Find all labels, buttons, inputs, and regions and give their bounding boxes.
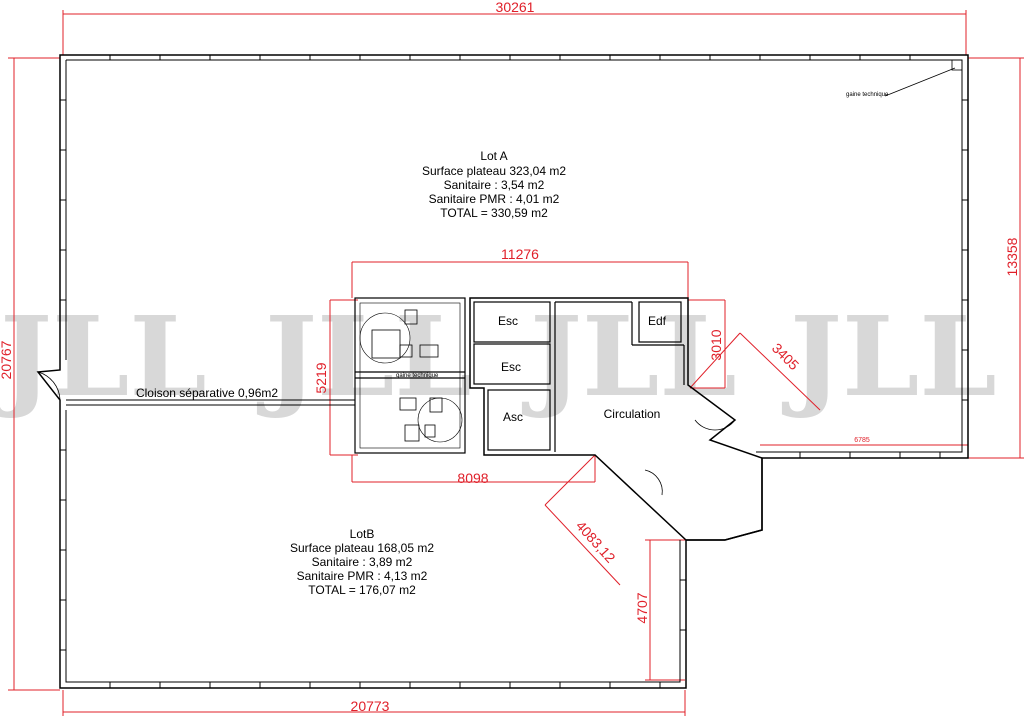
dim-right-height: 13358 xyxy=(1004,237,1020,276)
lot-a-title: Lot A xyxy=(480,149,507,163)
watermark-1: JLL xyxy=(0,292,207,421)
lot-b-title: LotB xyxy=(350,527,375,541)
dim-right-notch: 6785 xyxy=(854,437,870,444)
label-gaine-top: gaine technique xyxy=(846,92,889,98)
dim-core-width: 11276 xyxy=(501,246,539,262)
watermark-3: JLL xyxy=(521,292,737,421)
dimension-lines xyxy=(8,10,1024,716)
lot-b-sanitaire: Sanitaire : 3,89 m2 xyxy=(312,555,413,569)
cloison-separative xyxy=(66,399,355,406)
dim-core-height: 5219 xyxy=(313,362,329,393)
lot-b-sanitaire-pmr: Sanitaire PMR : 4,13 m2 xyxy=(297,569,428,583)
dim-bottom-width: 20773 xyxy=(351,698,390,714)
dim-core-bottom: 8098 xyxy=(457,470,488,486)
window-marks xyxy=(60,55,968,688)
room-circulation: Circulation xyxy=(604,407,661,421)
watermark: JLL JLL JLL JLL xyxy=(0,292,997,421)
room-edf: Edf xyxy=(648,314,667,328)
lot-a-surface: Surface plateau 323,04 m2 xyxy=(422,164,566,178)
doors xyxy=(37,371,736,496)
lot-a-sanitaire-pmr: Sanitaire PMR : 4,01 m2 xyxy=(429,192,560,206)
gaine-leader xyxy=(884,59,963,97)
dim-top-width: 30261 xyxy=(496,0,535,15)
lot-a-label: Lot A Surface plateau 323,04 m2 Sanitair… xyxy=(422,149,566,220)
lot-b-total: TOTAL = 176,07 m2 xyxy=(308,583,416,597)
dim-left-height: 20767 xyxy=(0,340,14,379)
lot-a-sanitaire: Sanitaire : 3,54 m2 xyxy=(444,178,545,192)
dim-lower-right: 4707 xyxy=(634,592,650,623)
room-esc-top: Esc xyxy=(498,314,518,328)
room-esc-bottom: Esc xyxy=(501,360,521,374)
room-asc: Asc xyxy=(503,410,523,424)
watermark-4: JLL xyxy=(781,292,997,421)
core xyxy=(354,297,763,541)
label-cloison: Cloison séparative 0,96m2 xyxy=(136,386,278,400)
watermark-2: JLL xyxy=(256,292,472,421)
dim-edf-height: 3010 xyxy=(708,329,724,360)
lot-b-label: LotB Surface plateau 168,05 m2 Sanitaire… xyxy=(290,527,434,597)
label-gaine-core: gaine technique xyxy=(396,373,439,379)
lot-b-surface: Surface plateau 168,05 m2 xyxy=(290,541,434,555)
lot-a-total: TOTAL = 330,59 m2 xyxy=(440,206,548,220)
